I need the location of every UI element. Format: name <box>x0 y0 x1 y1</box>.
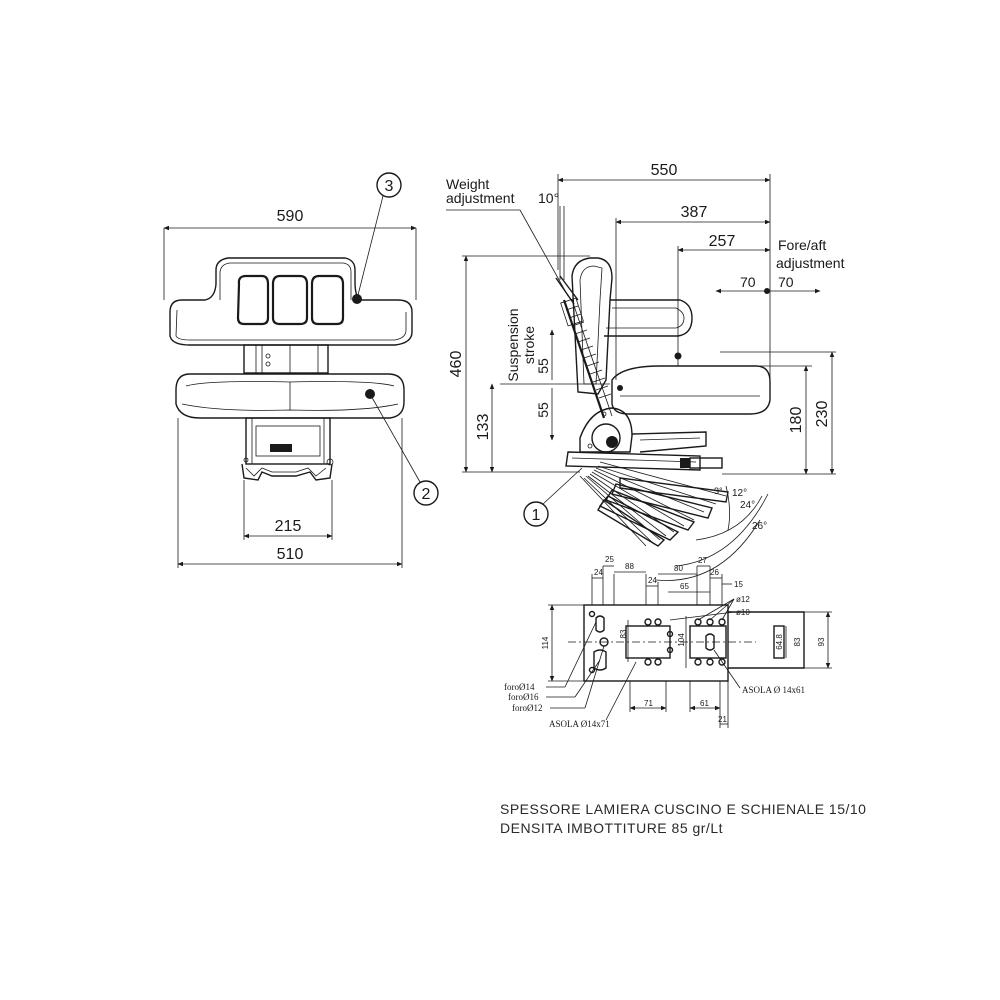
side-dim-550: 550 <box>651 162 678 179</box>
angle-3: 3° <box>714 486 723 496</box>
weight-adjustment-label-1: Weight <box>446 176 489 192</box>
side-dim-460: 460 <box>448 351 465 378</box>
hole-d10: ø10 <box>736 608 750 617</box>
front-dim-215: 215 <box>275 518 302 535</box>
callout-3: 3 <box>385 178 394 195</box>
angle-24: 24° <box>740 500 755 511</box>
fore-aft-70-left: 70 <box>740 274 756 290</box>
front-cushion <box>175 373 405 419</box>
fore-aft-label-2: adjustment <box>776 255 845 271</box>
slot-left-label: ASOLA Ø14x71 <box>549 719 610 729</box>
fore-aft-label-1: Fore/aft <box>778 237 826 253</box>
plate-dim-64-8: 64.8 <box>775 634 784 650</box>
plate-dim-93: 93 <box>817 637 826 646</box>
side-cushion <box>611 352 771 415</box>
side-view: 550 387 257 Weight adjustment 10° Fore/a… <box>446 162 845 581</box>
side-dim-387: 387 <box>681 204 708 221</box>
hole-d12: ø12 <box>736 595 750 604</box>
angle-10: 10° <box>538 190 559 206</box>
plate-dim-26: 26 <box>710 568 719 577</box>
side-base <box>565 407 723 471</box>
slot-right-label: ASOLA Ø 14x61 <box>742 685 805 695</box>
plate-dim-80: 80 <box>674 564 683 573</box>
plate-dim-114: 114 <box>541 636 550 649</box>
plate-dim-104: 104 <box>677 633 686 647</box>
plate-dim-24b: 24 <box>648 576 657 585</box>
front-suspension <box>241 417 334 481</box>
front-view: 590 <box>163 172 439 568</box>
weight-adjustment-label-2: adjustment <box>446 190 515 206</box>
notes: SPESSORE LAMIERA CUSCINO E SCHIENALE 15/… <box>500 801 866 836</box>
side-dim-257: 257 <box>709 233 736 250</box>
mounting-plate: 25 24 88 24 80 27 26 65 15 <box>504 555 832 729</box>
side-dim-230: 230 <box>814 401 831 428</box>
angle-26: 26° <box>752 521 767 532</box>
plate-dim-61: 61 <box>700 699 709 708</box>
plate-dim-83-right: 83 <box>793 637 802 646</box>
suspension-label-2: stroke <box>521 326 537 364</box>
hole-foro-14: foroØ14 <box>504 682 535 692</box>
stroke-55-up: 55 <box>535 358 551 374</box>
side-suspension-spring <box>555 275 613 419</box>
plate-dim-83: 83 <box>619 629 628 638</box>
plate-dim-24a: 24 <box>594 568 603 577</box>
plate-dim-71: 71 <box>644 699 653 708</box>
suspension-label-1: Suspension <box>505 308 521 381</box>
note-sheet-thickness: SPESSORE LAMIERA CUSCINO E SCHIENALE 15/… <box>500 801 866 817</box>
plate-dim-27: 27 <box>698 556 707 565</box>
hole-foro-16: foroØ16 <box>508 692 539 702</box>
fore-aft-70-right: 70 <box>778 274 794 290</box>
plate-dim-15: 15 <box>734 580 743 589</box>
stroke-55-down: 55 <box>535 402 551 418</box>
plate-top-dims: 25 24 88 24 80 27 26 65 15 <box>591 555 743 605</box>
side-dim-180: 180 <box>788 407 805 434</box>
plate-dim-88: 88 <box>625 562 634 571</box>
note-padding-density: DENSITA IMBOTTITURE 85 gr/Lt <box>500 820 723 836</box>
callout-2: 2 <box>422 486 431 503</box>
front-dim-510: 510 <box>277 546 304 563</box>
hole-foro-12: foroØ12 <box>512 703 543 713</box>
plate-dim-25: 25 <box>605 555 614 564</box>
front-dim-590: 590 <box>277 208 304 225</box>
front-backrest <box>169 257 413 346</box>
plate-dim-21: 21 <box>718 715 727 724</box>
plate-dim-65: 65 <box>680 582 689 591</box>
angle-12: 12° <box>732 488 747 499</box>
side-dim-133: 133 <box>475 414 492 441</box>
side-backrest <box>571 257 693 395</box>
side-recline-fan: 3° 12° 24° 26° <box>579 461 769 581</box>
callout-1: 1 <box>532 507 541 524</box>
